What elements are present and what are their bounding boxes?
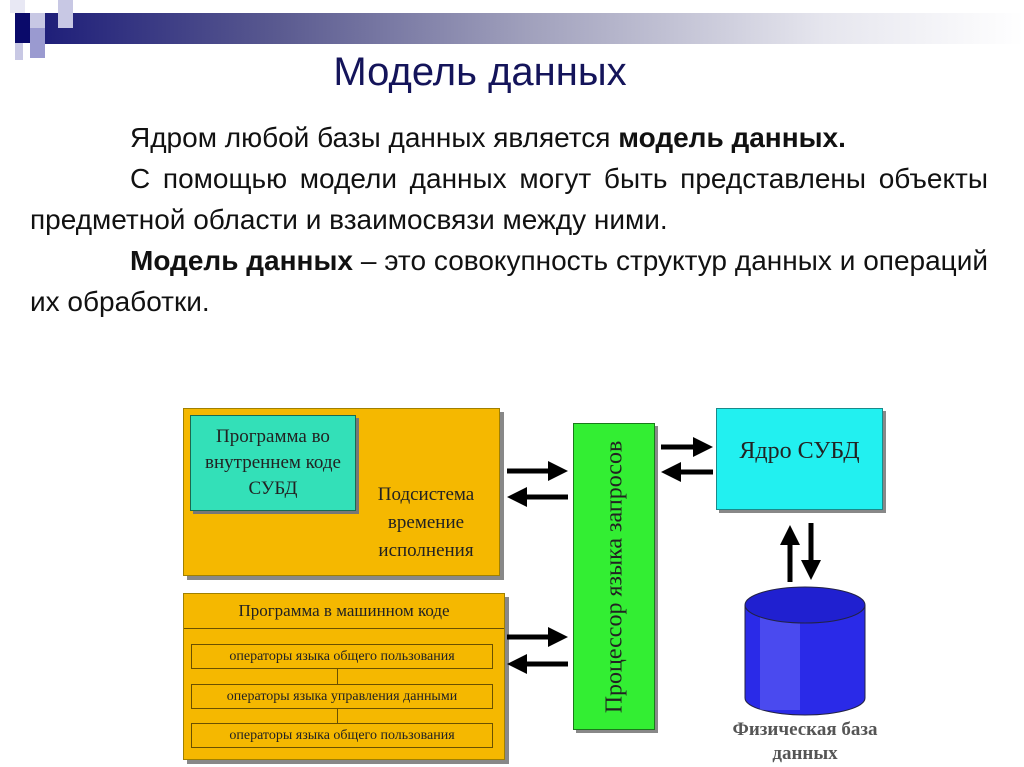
connector: [337, 709, 338, 723]
decor-square: [30, 28, 45, 58]
runtime-subsystem-box: Программа во внутреннем коде СУБД Подсис…: [183, 408, 500, 576]
connector: [337, 669, 338, 684]
machine-program-box: Программа в машинном коде операторы язык…: [183, 593, 505, 760]
bold-text: Модель данных: [130, 245, 353, 276]
paragraph-1: Ядром любой базы данных является модель …: [30, 117, 988, 158]
slide-title: Модель данных: [333, 50, 627, 94]
slide-body: Ядром любой базы данных является модель …: [30, 117, 988, 322]
dbms-core-box: Ядро СУБД: [716, 408, 883, 510]
database-cylinder-icon: [744, 586, 866, 716]
decor-square: [10, 0, 25, 13]
query-processor-box: Процессор языка запросов: [573, 423, 655, 730]
machine-program-label: Программа в машинном коде: [184, 594, 504, 629]
bold-text: модель данных.: [618, 122, 846, 153]
operator-item: операторы языка общего пользования: [191, 644, 493, 669]
decor-square: [30, 13, 45, 28]
decor-square: [58, 0, 73, 28]
internal-program-box: Программа во внутреннем коде СУБД: [190, 415, 356, 511]
header-gradient-bar: [30, 13, 1024, 44]
text: – это совокупность структур данных и опе…: [30, 245, 988, 317]
physical-db-label: Физическая база данных: [732, 719, 878, 764]
text: Ядром любой базы данных является: [130, 122, 619, 153]
decor-square: [15, 13, 30, 43]
paragraph-2: С помощью модели данных могут быть предс…: [30, 158, 988, 240]
runtime-subsystem-label: Подсистема времение исполнения: [377, 484, 475, 561]
decor-square: [15, 43, 23, 60]
operator-item: операторы языка общего пользования: [191, 723, 493, 748]
paragraph-3: Модель данных – это совокупность структу…: [30, 240, 988, 322]
text: С помощью модели данных могут быть предс…: [30, 163, 988, 235]
operator-item: операторы языка управления данными: [191, 684, 493, 709]
